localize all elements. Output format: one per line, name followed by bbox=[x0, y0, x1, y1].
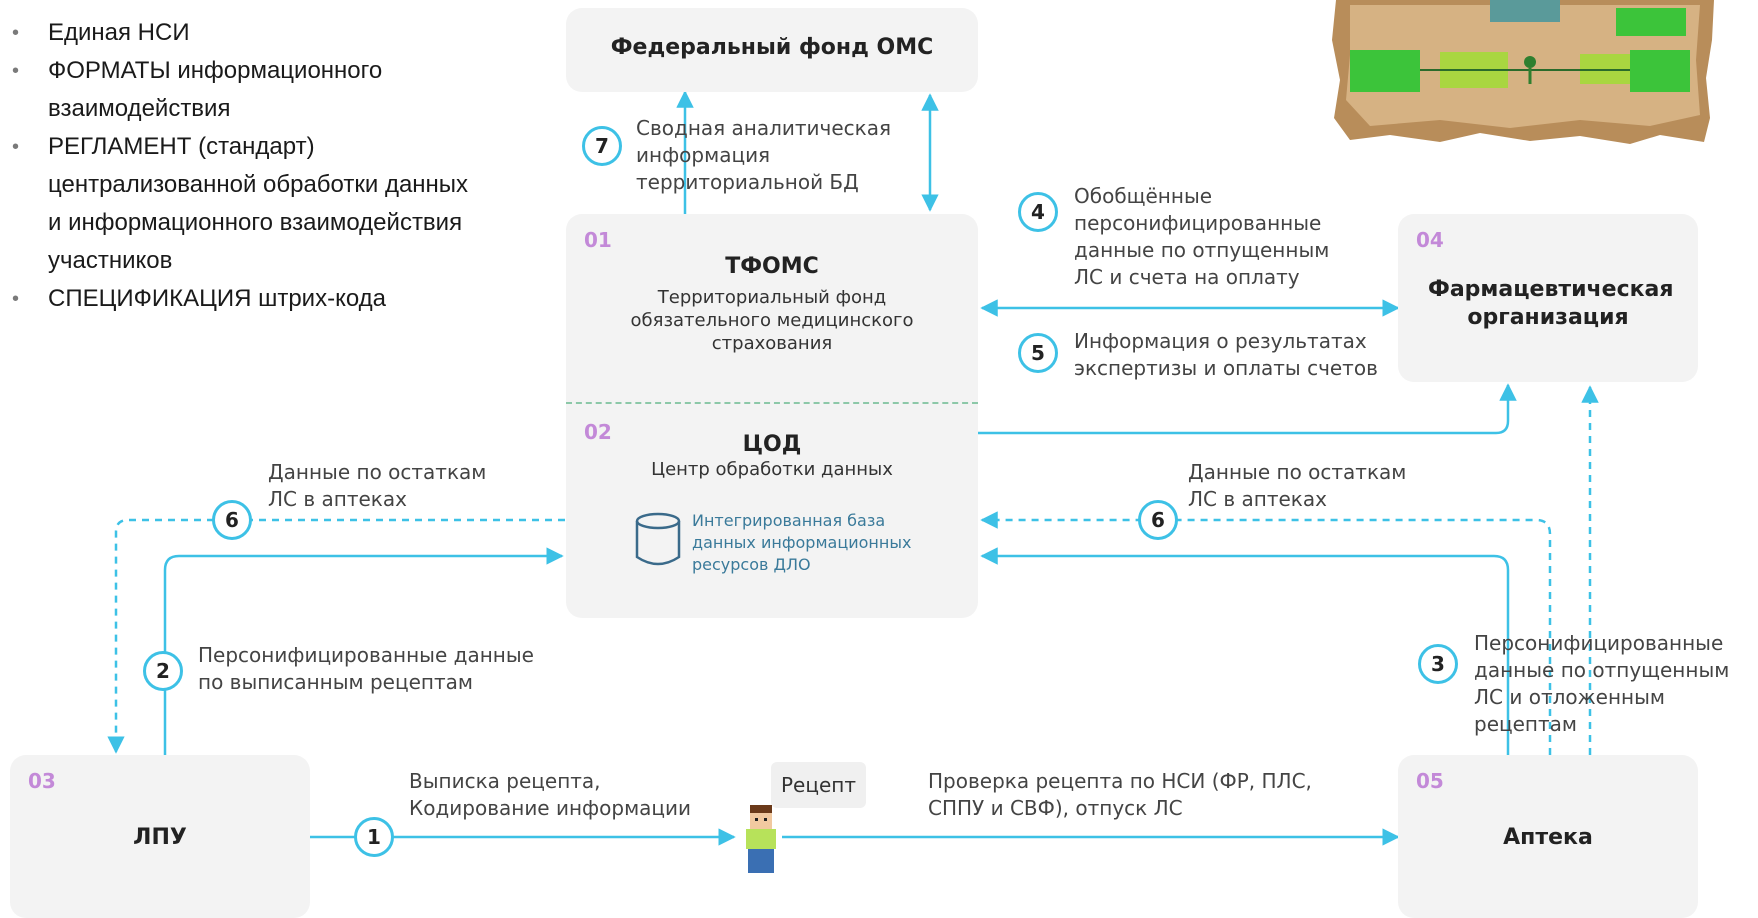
flow-6-left-badge: 6 bbox=[212, 500, 252, 540]
flow-1-label: Выписка рецепта, Кодирование информации bbox=[409, 769, 692, 820]
bullet-item: Единая НСИ bbox=[10, 14, 480, 52]
arrow-3 bbox=[980, 547, 1510, 755]
arrow-6-left bbox=[107, 518, 565, 754]
bullet-item: РЕГЛАМЕНТ (стандарт) централизованной об… bbox=[10, 128, 480, 280]
bullet-list: Единая НСИ ФОРМАТЫ информационного взаим… bbox=[10, 14, 480, 318]
cod-title: ЦОД bbox=[742, 432, 802, 457]
flow-2-badge: 2 bbox=[143, 651, 183, 691]
old-map-image bbox=[1332, 0, 1714, 144]
apteka-number: 05 bbox=[1416, 769, 1444, 793]
flow-2-label: Персонифицированные данные по выписанным… bbox=[198, 643, 534, 694]
pharm-org-number: 04 bbox=[1416, 228, 1444, 252]
database-icon bbox=[635, 512, 681, 566]
arrow-2 bbox=[163, 547, 564, 755]
pharm-org-title: Фармацевтическая организация bbox=[1428, 277, 1674, 330]
tfoms-subtitle: Территориальный фонд обязательного медиц… bbox=[630, 287, 914, 354]
bullet-item: СПЕЦИФИКАЦИЯ штрих-кода bbox=[10, 280, 480, 318]
pharm-org-box: 04 Фармацевтическая организация bbox=[1398, 214, 1698, 382]
lpu-title: ЛПУ bbox=[133, 825, 187, 850]
tfoms-title: ТФОМС bbox=[725, 254, 819, 279]
tfoms-number: 01 bbox=[584, 228, 612, 252]
apteka-box: 05 Аптека bbox=[1398, 755, 1698, 918]
flow-4-badge: 4 bbox=[1018, 192, 1058, 232]
apteka-title: Аптека bbox=[1503, 825, 1593, 850]
flow-3-label: Персонифицированные данные по отпущенным… bbox=[1474, 631, 1730, 736]
cod-number: 02 bbox=[584, 420, 612, 444]
flow-4-label: Обобщённые персонифицированные данные по… bbox=[1074, 184, 1330, 289]
tfoms-cod-box: 01 ТФОМС Территориальный фонд обязательн… bbox=[566, 214, 978, 618]
flow-6-left-label: Данные по остаткам ЛС в аптеках bbox=[268, 460, 487, 511]
ffoms-title: Федеральный фонд ОМС bbox=[610, 35, 934, 60]
arrow-6-right bbox=[980, 511, 1552, 755]
cod-subtitle: Центр обработки данных bbox=[651, 459, 893, 480]
flow-7-badge: 7 bbox=[582, 126, 622, 166]
flow-6-right-label: Данные по остаткам ЛС в аптеках bbox=[1188, 460, 1407, 511]
flow-6-right-badge: 6 bbox=[1138, 500, 1178, 540]
flow-1-badge: 1 bbox=[354, 817, 394, 857]
flow-5-label: Информация о результатах экспертизы и оп… bbox=[1074, 329, 1378, 380]
tfoms-cod-divider bbox=[566, 402, 978, 404]
flow-3-badge: 3 bbox=[1418, 644, 1458, 684]
database-label: Интегрированная база данных информационн… bbox=[692, 511, 912, 574]
flow-5-badge: 5 bbox=[1018, 333, 1058, 373]
arrow-cod-pharm bbox=[978, 383, 1517, 435]
recept-label: Рецепт bbox=[771, 762, 866, 808]
ffoms-box: Федеральный фонд ОМС bbox=[566, 8, 978, 92]
bullet-item: ФОРМАТЫ информационного взаимодействия bbox=[10, 52, 480, 128]
lpu-number: 03 bbox=[28, 769, 56, 793]
check-label: Проверка рецепта по НСИ (ФР, ПЛС, СППУ и… bbox=[928, 769, 1312, 820]
flow-7-label: Сводная аналитическая информация террито… bbox=[636, 116, 892, 194]
lpu-box: 03 ЛПУ bbox=[10, 755, 310, 918]
person-icon bbox=[746, 805, 776, 873]
